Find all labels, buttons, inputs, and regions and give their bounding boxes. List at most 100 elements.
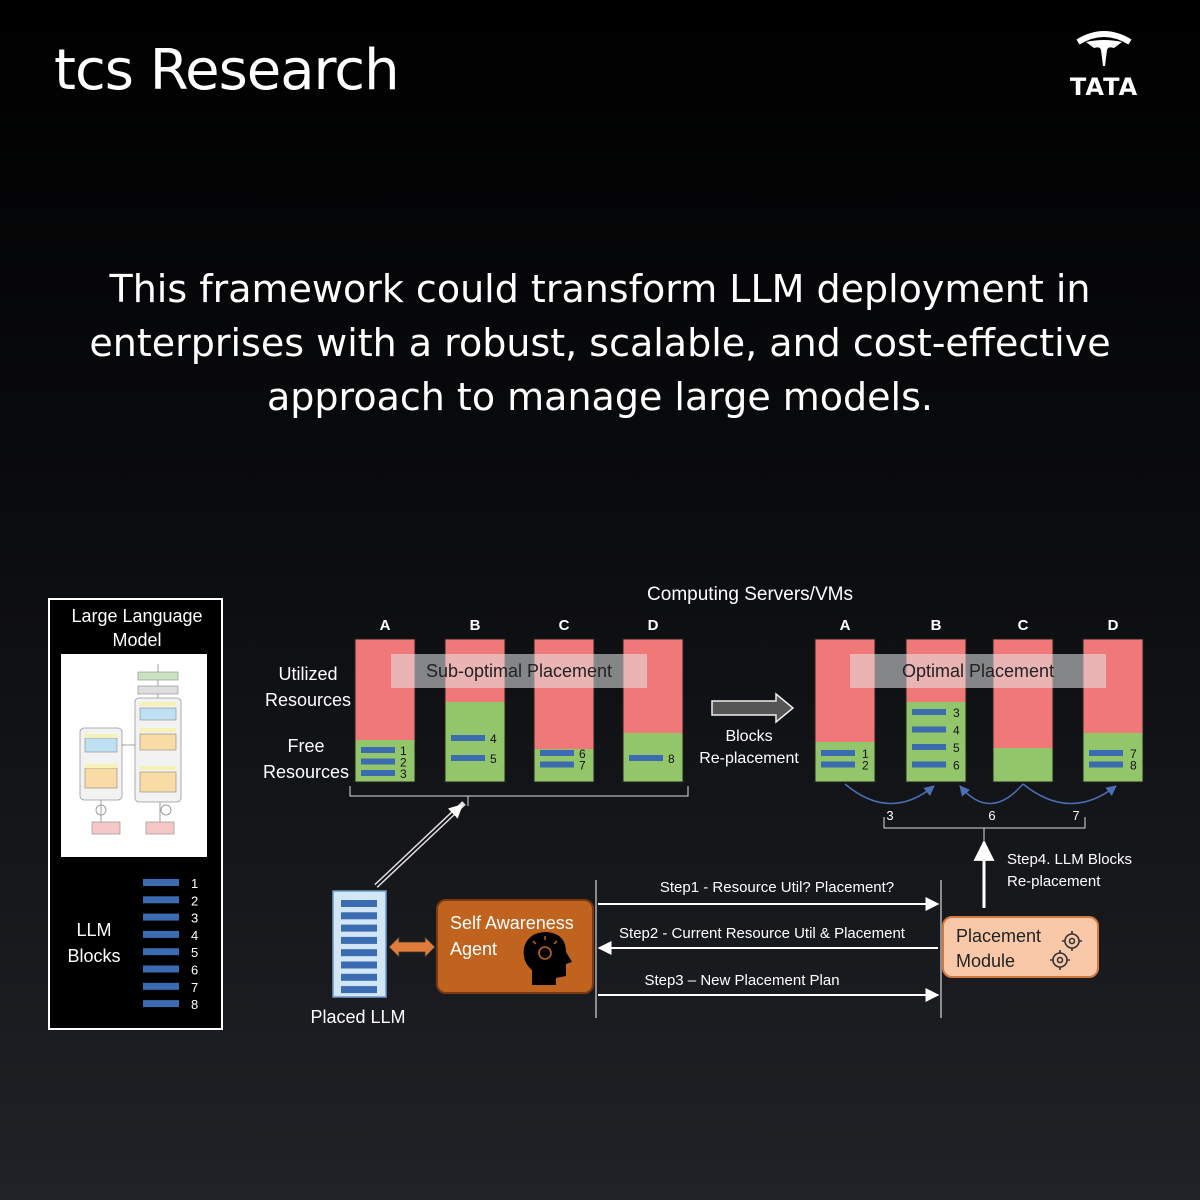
llm-block-number: 1 xyxy=(191,876,198,891)
server-frame xyxy=(354,638,416,783)
llm-block xyxy=(143,930,179,938)
server-label: D xyxy=(648,617,659,634)
step1-label: Step1 - Resource Util? Placement? xyxy=(660,879,894,896)
llm-title-line1: Large Language xyxy=(71,606,202,626)
blocks-replacement-arrow xyxy=(711,692,795,724)
suboptimal-bracket xyxy=(349,786,689,797)
tata-logo: TATA xyxy=(1064,30,1144,101)
free-resource-bar xyxy=(993,748,1053,782)
step4-label-line2: Re-placement xyxy=(1007,873,1101,890)
agent-link-arrow xyxy=(388,936,436,958)
moved-block-number: 3 xyxy=(886,808,893,823)
server-label: C xyxy=(1018,617,1029,634)
llm-block xyxy=(361,747,395,753)
block-number: 3 xyxy=(400,767,407,781)
llm-block xyxy=(451,735,485,741)
placed-llm-block xyxy=(341,924,377,932)
block-number: 7 xyxy=(579,759,586,773)
block-number: 7 xyxy=(1130,747,1137,761)
placed-llm-block xyxy=(341,949,377,957)
llm-block xyxy=(143,896,179,904)
llm-block xyxy=(540,750,574,756)
placed-llm-block xyxy=(341,900,377,907)
server-frame xyxy=(444,638,506,783)
llm-block-number: 5 xyxy=(191,945,198,960)
llm-block xyxy=(821,761,855,768)
placed-llm-arrow xyxy=(375,804,464,887)
block-number: 5 xyxy=(953,741,960,755)
llm-title-line2: Model xyxy=(112,630,161,650)
server-label: A xyxy=(840,617,851,634)
moved-block-number: 7 xyxy=(1072,808,1079,823)
block-number: 6 xyxy=(953,759,960,773)
transformer-architecture-image xyxy=(61,654,207,857)
llm-block xyxy=(143,913,179,921)
llm-block xyxy=(143,965,179,973)
step2-label: Step2 - Current Resource Util & Placemen… xyxy=(619,925,906,942)
server-label: D xyxy=(1108,617,1119,634)
placed-llm-block xyxy=(341,961,377,969)
optimal-placement-label: Optimal Placement xyxy=(902,661,1054,681)
utilized-label-line2: Resources xyxy=(265,690,351,710)
suboptimal-placement-banner xyxy=(391,654,647,688)
placement-label-line1: Placement xyxy=(956,926,1041,946)
free-resource-bar xyxy=(1083,733,1143,782)
free-label-line2: Resources xyxy=(263,762,349,782)
idea-head-icon xyxy=(523,932,572,985)
llm-block-number: 7 xyxy=(191,980,198,995)
moved-block-number: 6 xyxy=(988,808,995,823)
block-number: 4 xyxy=(490,732,497,746)
free-label-line1: Free xyxy=(287,736,324,756)
step3-label: Step3 – New Placement Plan xyxy=(644,972,839,989)
block-number: 6 xyxy=(579,747,586,761)
placed-llm-block xyxy=(341,912,377,920)
llm-block xyxy=(361,758,395,765)
llm-block xyxy=(361,770,395,776)
servers-title: Computing Servers/VMs xyxy=(647,584,853,605)
server-label: A xyxy=(380,617,391,634)
tata-emblem-icon xyxy=(1076,31,1132,66)
server-label: B xyxy=(470,617,481,634)
replacement-label-line2: Re-placement xyxy=(699,750,799,767)
llm-block xyxy=(821,750,855,756)
server-frame xyxy=(533,638,595,783)
placement-label-line2: Module xyxy=(956,951,1015,971)
block-move-curves xyxy=(844,783,1117,805)
server-frame xyxy=(905,638,967,783)
llm-block xyxy=(1089,750,1123,756)
llm-block xyxy=(912,726,946,733)
headline: This framework could transform LLM deplo… xyxy=(89,267,1111,419)
block-number: 2 xyxy=(862,759,869,773)
placed-llm-block xyxy=(341,936,377,944)
placed-llm-block xyxy=(341,986,377,994)
llm-block-number: 4 xyxy=(191,928,198,943)
server-frame xyxy=(1082,638,1144,783)
llm-block xyxy=(629,755,663,761)
block-number: 3 xyxy=(953,706,960,720)
llm-block-number: 2 xyxy=(191,893,198,908)
server-label: C xyxy=(559,617,570,634)
server-label: B xyxy=(931,617,942,634)
placed-llm-blocks xyxy=(341,900,377,994)
server-frame xyxy=(814,638,876,783)
replacement-label-line1: Blocks xyxy=(725,728,772,745)
placed-llm-label: Placed LLM xyxy=(310,1007,405,1027)
block-number: 1 xyxy=(862,747,869,761)
tata-wordmark: TATA xyxy=(1069,73,1139,101)
llm-blocks-label-line1: LLM xyxy=(76,920,111,940)
llm-blocks-label-line2: Blocks xyxy=(67,946,120,966)
gears-icon xyxy=(1050,931,1082,970)
llm-panel: Large Language Model xyxy=(48,598,223,1030)
server-frame xyxy=(622,638,684,783)
llm-block xyxy=(143,948,179,956)
optimal-placement-banner xyxy=(850,654,1106,688)
block-number: 2 xyxy=(400,756,407,770)
llm-block-number: 6 xyxy=(191,963,198,978)
block-number: 8 xyxy=(1130,759,1137,773)
agent-label-line1: Self Awareness xyxy=(450,913,574,933)
suboptimal-placement-label: Sub-optimal Placement xyxy=(426,661,612,681)
tcs-research-logo: tcs Research xyxy=(54,38,400,103)
